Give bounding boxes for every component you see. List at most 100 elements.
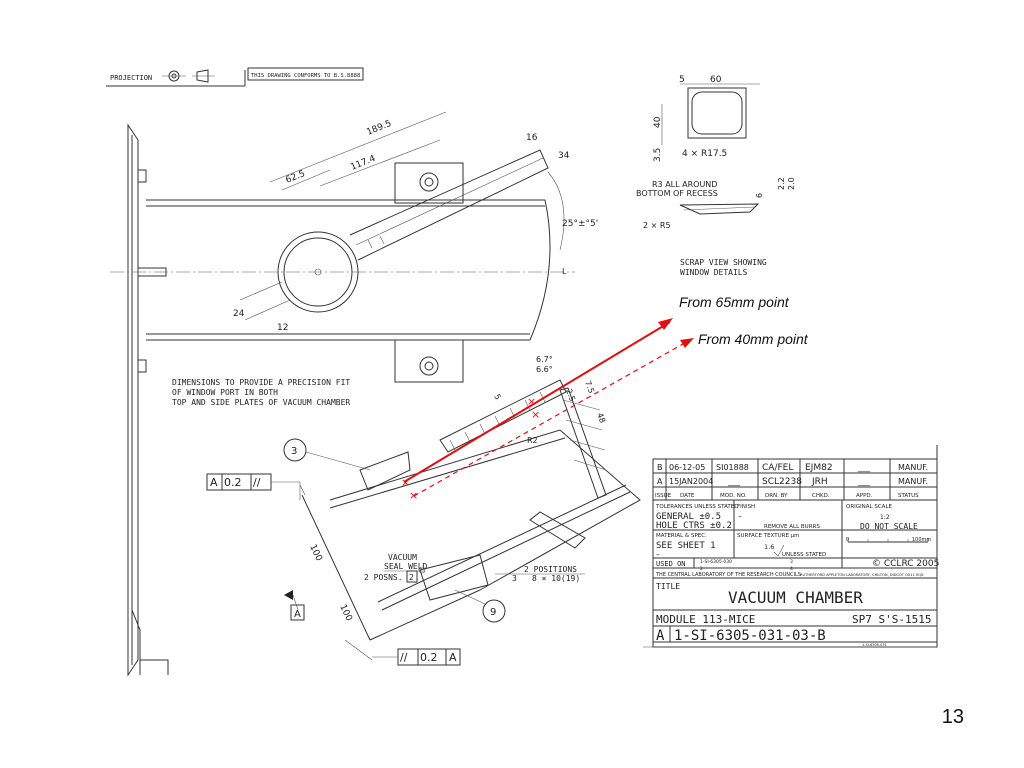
drawing-title: VACUUM CHAMBER	[728, 588, 863, 607]
seal-weld-note: SEAL WELD	[384, 562, 428, 571]
dim-5-b: 5	[492, 393, 502, 402]
datum-top-a: A	[210, 476, 218, 489]
svg-text:STATUS: STATUS	[898, 493, 919, 499]
surface-value: 1.6	[764, 543, 774, 551]
dim-r2: R2	[527, 436, 538, 445]
dim-7-5: 7.5	[583, 380, 596, 395]
svg-text:DATE: DATE	[680, 493, 695, 499]
revision-row-a: A 15JAN2004 ___ SCL2238 JRH ___ MANUF.	[657, 477, 928, 487]
dim-24: 24	[233, 309, 245, 319]
dim-r5: 2 × R5	[643, 221, 671, 230]
scale-label: ORIGINAL SCALE	[846, 504, 893, 510]
finish-label: FINISH	[737, 504, 755, 510]
svg-text:CHKD.: CHKD.	[812, 493, 830, 499]
projection-header: PROJECTION THIS DRAWING CONFORMS TO B.S.…	[106, 67, 364, 87]
svg-text:___: ___	[857, 463, 871, 472]
revision-row-b: B 06-12-05 SI01888 CA/FEL EJM82 ___ MANU…	[657, 463, 928, 473]
dim-angle: 25°±°5'	[562, 219, 598, 229]
svg-text:×: ×	[401, 476, 410, 489]
finish-dash: –	[738, 512, 742, 521]
scale-bar-100: 100mm	[912, 537, 931, 543]
dim-6: 6	[755, 193, 764, 198]
svg-text:___: ___	[857, 477, 871, 486]
r3-note-2: BOTTOM OF RECESS	[636, 189, 718, 198]
scrap-note-1: SCRAP VIEW SHOWING	[680, 258, 767, 267]
angle-6-7: 6.7°	[536, 355, 553, 364]
svg-text:SCL2238: SCL2238	[762, 477, 802, 487]
tol-label: TOLERANCES UNLESS STATED	[655, 504, 739, 510]
callout-arrows: × × × × From 65mm point From 40mm point	[401, 294, 809, 502]
note-line-3: TOP AND SIDE PLATES OF VACUUM CHAMBER	[172, 398, 350, 407]
note-line-1: DIMENSIONS TO PROVIDE A PRECISION FIT	[172, 378, 350, 387]
no-scale: DO NOT SCALE	[860, 522, 918, 531]
positions-num: 3	[512, 574, 517, 583]
svg-text:CA/FEL: CA/FEL	[762, 463, 793, 473]
material-value: SEE SHEET 1	[656, 541, 716, 551]
copyright: © CCLRC 2005	[872, 559, 939, 569]
side-view: 100 100 6.7° 6.6° 5 7.5 2.5 48 R2 VACUUM…	[299, 355, 641, 661]
svg-text:15JAN2004: 15JAN2004	[669, 477, 713, 486]
surface-note: UNLESS STATED	[782, 552, 826, 558]
small-ref: 1-SI-6305-031	[862, 643, 887, 647]
title-block: B 06-12-05 SI01888 CA/FEL EJM82 ___ MANU…	[643, 445, 939, 648]
svg-text:×: ×	[409, 489, 418, 502]
dim-48: 48	[595, 412, 607, 425]
dim-40: 40	[653, 116, 663, 128]
used-on-b: 3	[790, 559, 793, 565]
used-on-a: 2	[700, 566, 703, 572]
dim-100-a: 100	[307, 543, 323, 563]
centerline-mark: L	[562, 267, 567, 276]
svg-text:×: ×	[531, 408, 540, 421]
svg-text:MANUF.: MANUF.	[898, 477, 928, 486]
svg-text:06-12-05: 06-12-05	[669, 463, 705, 472]
lab-name: THE CENTRAL LABORATORY OF THE RESEARCH C…	[655, 572, 801, 578]
finish-value: REMOVE ALL BURRS	[764, 524, 820, 530]
scale-value: 1:2	[880, 514, 890, 521]
r3-note-1: R3 ALL AROUND	[652, 180, 717, 189]
posns-note: 2 POSNS.	[364, 573, 403, 582]
svg-text:APPD.: APPD.	[856, 493, 873, 499]
positions-dim: 8 × 10(19)	[532, 574, 580, 583]
dim-62: 62.5	[284, 169, 306, 186]
lab-address: RUTHERFORD APPLETON LABORATORY, CHILTON,…	[800, 573, 924, 577]
svg-text:SI01888: SI01888	[716, 463, 749, 472]
used-on-c: 4	[790, 566, 793, 572]
datum-a-marker: A	[284, 590, 305, 621]
scale-bar-0: 0	[846, 537, 849, 543]
dim-100-b: 100	[337, 603, 353, 623]
sheet-size: A	[656, 628, 665, 644]
module-name: MODULE 113-MICE	[656, 613, 755, 626]
svg-text:×: ×	[527, 395, 536, 408]
scrap-view: 5 60 40 3.5 4 × R17.5 R3 ALL AROUND BOTT…	[636, 75, 796, 277]
material-label: MATERIAL & SPEC.	[656, 533, 707, 539]
balloon-3: 3	[283, 438, 371, 471]
used-on-label: USED ON	[656, 560, 686, 568]
fit-notes: DIMENSIONS TO PROVIDE A PRECISION FIT OF…	[172, 378, 350, 407]
svg-text:EJM82: EJM82	[805, 463, 833, 473]
note-line-2: OF WINDOW PORT IN BOTH	[172, 388, 278, 397]
svg-text:___: ___	[727, 477, 741, 486]
svg-text:MOD. NO.: MOD. NO.	[720, 493, 747, 499]
balloon-9-label: 9	[490, 607, 496, 618]
datum-top-sym: //	[253, 476, 261, 489]
datum-a-label: A	[294, 609, 301, 620]
scrap-note-2: WINDOW DETAILS	[680, 268, 748, 277]
datum-top-val: 0.2	[224, 476, 242, 489]
callout-40mm: From 40mm point	[698, 331, 809, 347]
dim-3-5: 3.5	[653, 148, 663, 162]
balloon-9: 9	[454, 589, 506, 623]
datum-bot-a: A	[449, 651, 457, 664]
dim-5: 5	[679, 75, 685, 85]
dim-r17: 4 × R17.5	[682, 149, 727, 159]
svg-text:B: B	[657, 463, 663, 472]
dim-117: 117.4	[349, 154, 377, 173]
dim-16: 16	[526, 133, 538, 143]
dim-60: 60	[710, 75, 722, 85]
svg-text:MANUF.: MANUF.	[898, 463, 928, 472]
conforms-label: THIS DRAWING CONFORMS TO B.S.8888	[251, 73, 360, 79]
datum-bot-val: 0.2	[420, 651, 438, 664]
drawing-number: 1-SI-6305-031-03-B	[674, 628, 826, 644]
angle-6-6: 6.6°	[536, 365, 553, 374]
positions-note: 2 POSITIONS	[524, 565, 577, 574]
